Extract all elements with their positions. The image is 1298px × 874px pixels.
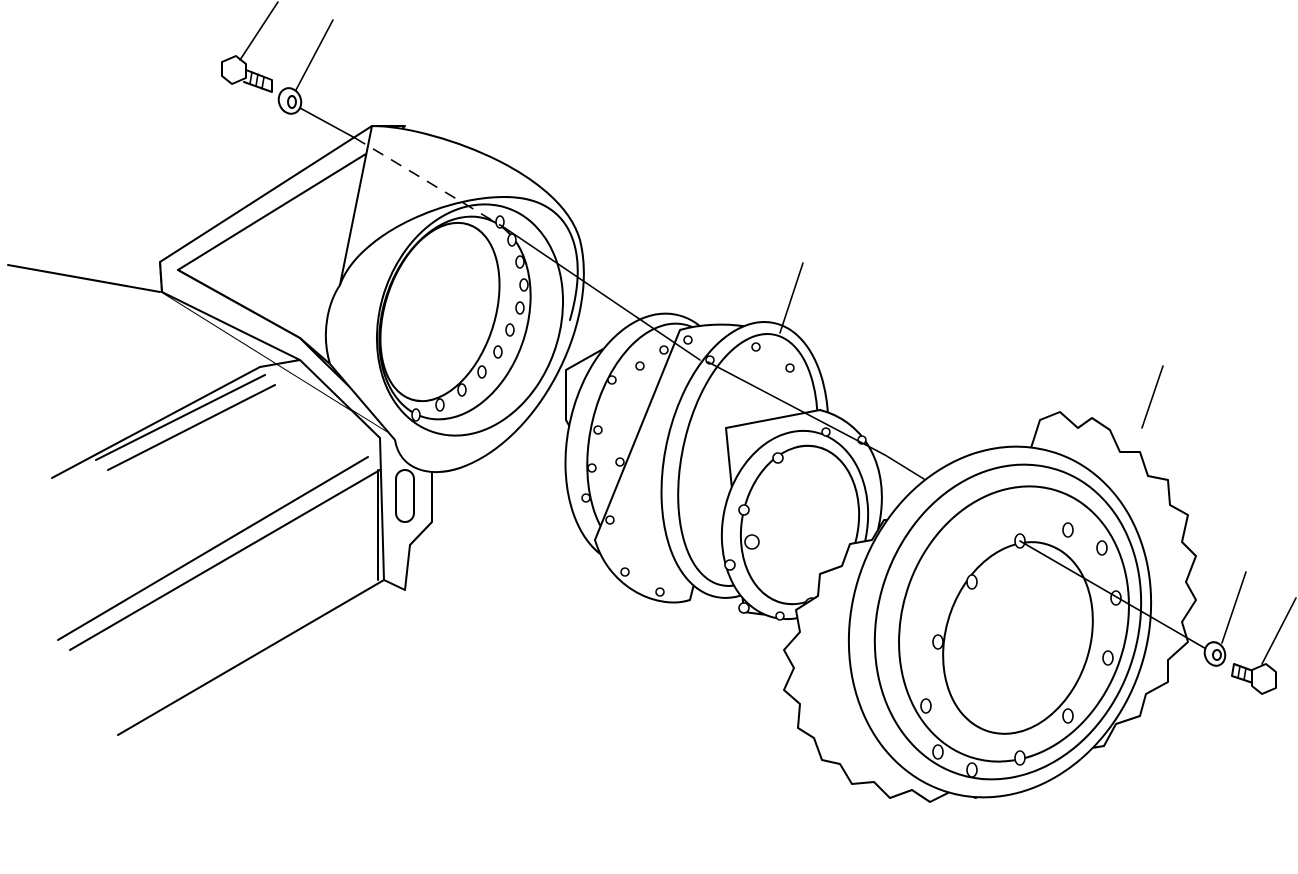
bolt-upper (221, 1, 279, 93)
final-drive (564, 262, 883, 621)
bolt-lower (1231, 597, 1297, 695)
washer-upper (277, 19, 334, 115)
frame-flange-holes (411, 215, 529, 422)
track-frame (7, 125, 585, 736)
sprocket (783, 365, 1197, 803)
washer-lower (1203, 571, 1247, 667)
